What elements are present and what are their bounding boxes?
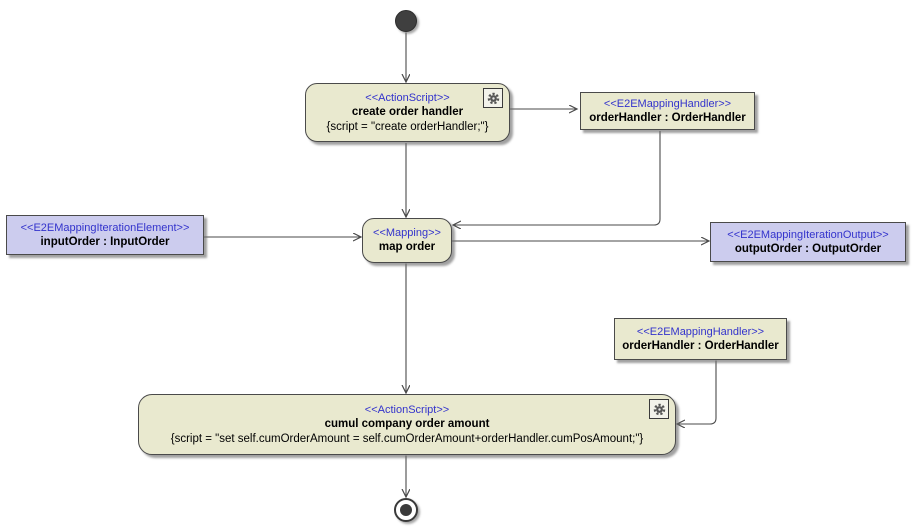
edge-orderhandler-to-maporder	[453, 131, 661, 225]
action-script-text: {script = "set self.cumOrderAmount = sel…	[170, 432, 644, 445]
stereotype-label: <<E2EMappingIterationOutput>>	[727, 228, 889, 241]
stereotype-label: <<Mapping>>	[373, 227, 441, 239]
object-name: orderHandler : OrderHandler	[622, 339, 779, 352]
object-box-outputorder[interactable]: <<E2EMappingIterationOutput>> outputOrde…	[710, 222, 906, 262]
action-name: cumul company order amount	[324, 417, 490, 430]
final-node[interactable]	[394, 498, 418, 522]
stereotype-label: <<E2EMappingHandler>>	[636, 325, 765, 338]
stereotype-label: <<E2EMappingIterationElement>>	[20, 221, 190, 234]
action-node-cumul-company-order-amount[interactable]: <<ActionScript>> cumul company order amo…	[138, 394, 676, 455]
mapping-node-map-order[interactable]: <<Mapping>> map order	[362, 218, 452, 263]
object-box-orderhandler-bottom[interactable]: <<E2EMappingHandler>> orderHandler : Ord…	[614, 318, 787, 360]
object-name: inputOrder : InputOrder	[40, 235, 170, 248]
object-name: outputOrder : OutputOrder	[734, 242, 882, 255]
action-script-text: {script = "create orderHandler;"}	[326, 120, 489, 133]
gear-icon	[649, 399, 669, 419]
initial-node[interactable]	[395, 10, 417, 32]
object-box-inputorder[interactable]: <<E2EMappingIterationElement>> inputOrde…	[6, 215, 204, 255]
action-node-create-order-handler[interactable]: <<ActionScript>> create order handler {s…	[305, 83, 510, 142]
gear-icon	[483, 88, 503, 108]
action-name: map order	[378, 241, 436, 253]
stereotype-label: <<E2EMappingHandler>>	[603, 97, 732, 110]
stereotype-label: <<ActionScript>>	[365, 91, 450, 104]
object-box-orderhandler-top[interactable]: <<E2EMappingHandler>> orderHandler : Ord…	[580, 92, 755, 130]
object-name: orderHandler : OrderHandler	[589, 111, 746, 124]
stereotype-label: <<ActionScript>>	[364, 403, 450, 416]
edge-orderhandler2-to-cumul	[677, 360, 717, 425]
action-name: create order handler	[351, 105, 464, 118]
final-node-inner-dot	[400, 504, 412, 516]
